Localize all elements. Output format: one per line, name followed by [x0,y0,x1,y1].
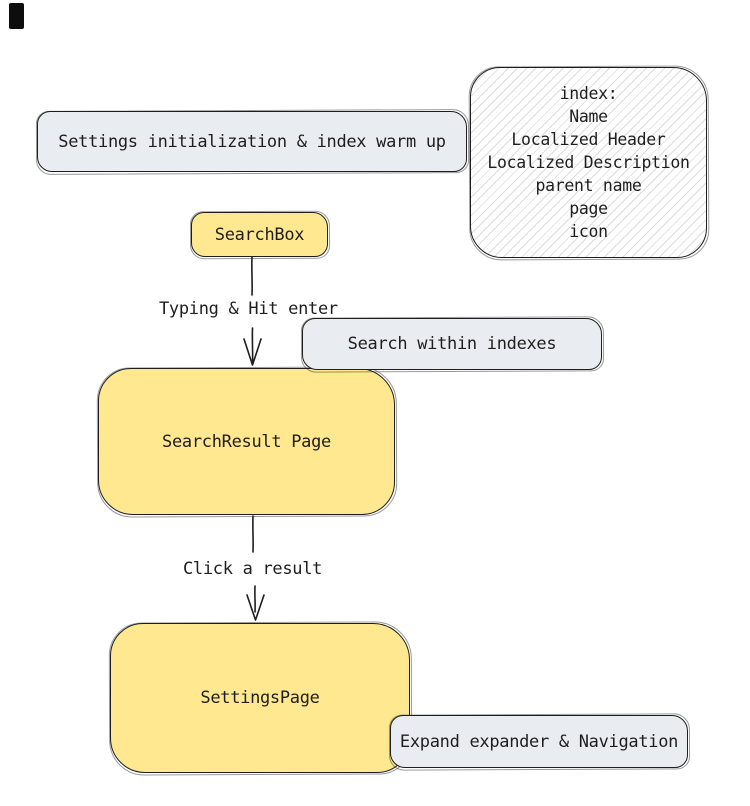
search-within-label: Search within indexes [347,334,557,354]
searchbox-node: SearchBox [191,212,328,257]
search-within-node: Search within indexes [302,318,602,370]
index-card-line: Localized Description [487,153,690,172]
index-card-node: index: Name Localized Header Localized D… [470,67,707,258]
searchbox-label: SearchBox [214,224,305,245]
index-card-line: index: [559,84,618,103]
settings-page-node: SettingsPage [110,623,410,773]
expand-nav-label: Expand expander & Navigation [399,731,679,752]
click-arrow-head [246,594,265,621]
index-card-line: parent name [535,176,642,195]
edge-label-click: Click a result [183,559,323,579]
index-card-line: icon [569,222,608,241]
typing-arrow-head [243,338,262,366]
settings-page-label: SettingsPage [200,688,320,708]
index-card-line: Localized Header [511,130,666,149]
warmup-label: Settings initialization & index warm up [58,131,446,152]
corner-mark [9,3,24,29]
search-result-label: SearchResult Page [162,431,331,452]
search-result-node: SearchResult Page [98,368,395,515]
edge-label-typing: Typing & Hit enter [159,299,338,319]
warmup-node: Settings initialization & index warm up [37,111,467,172]
expand-nav-node: Expand expander & Navigation [390,715,688,768]
index-card-line: page [569,199,608,218]
index-card-line: Name [569,107,608,126]
